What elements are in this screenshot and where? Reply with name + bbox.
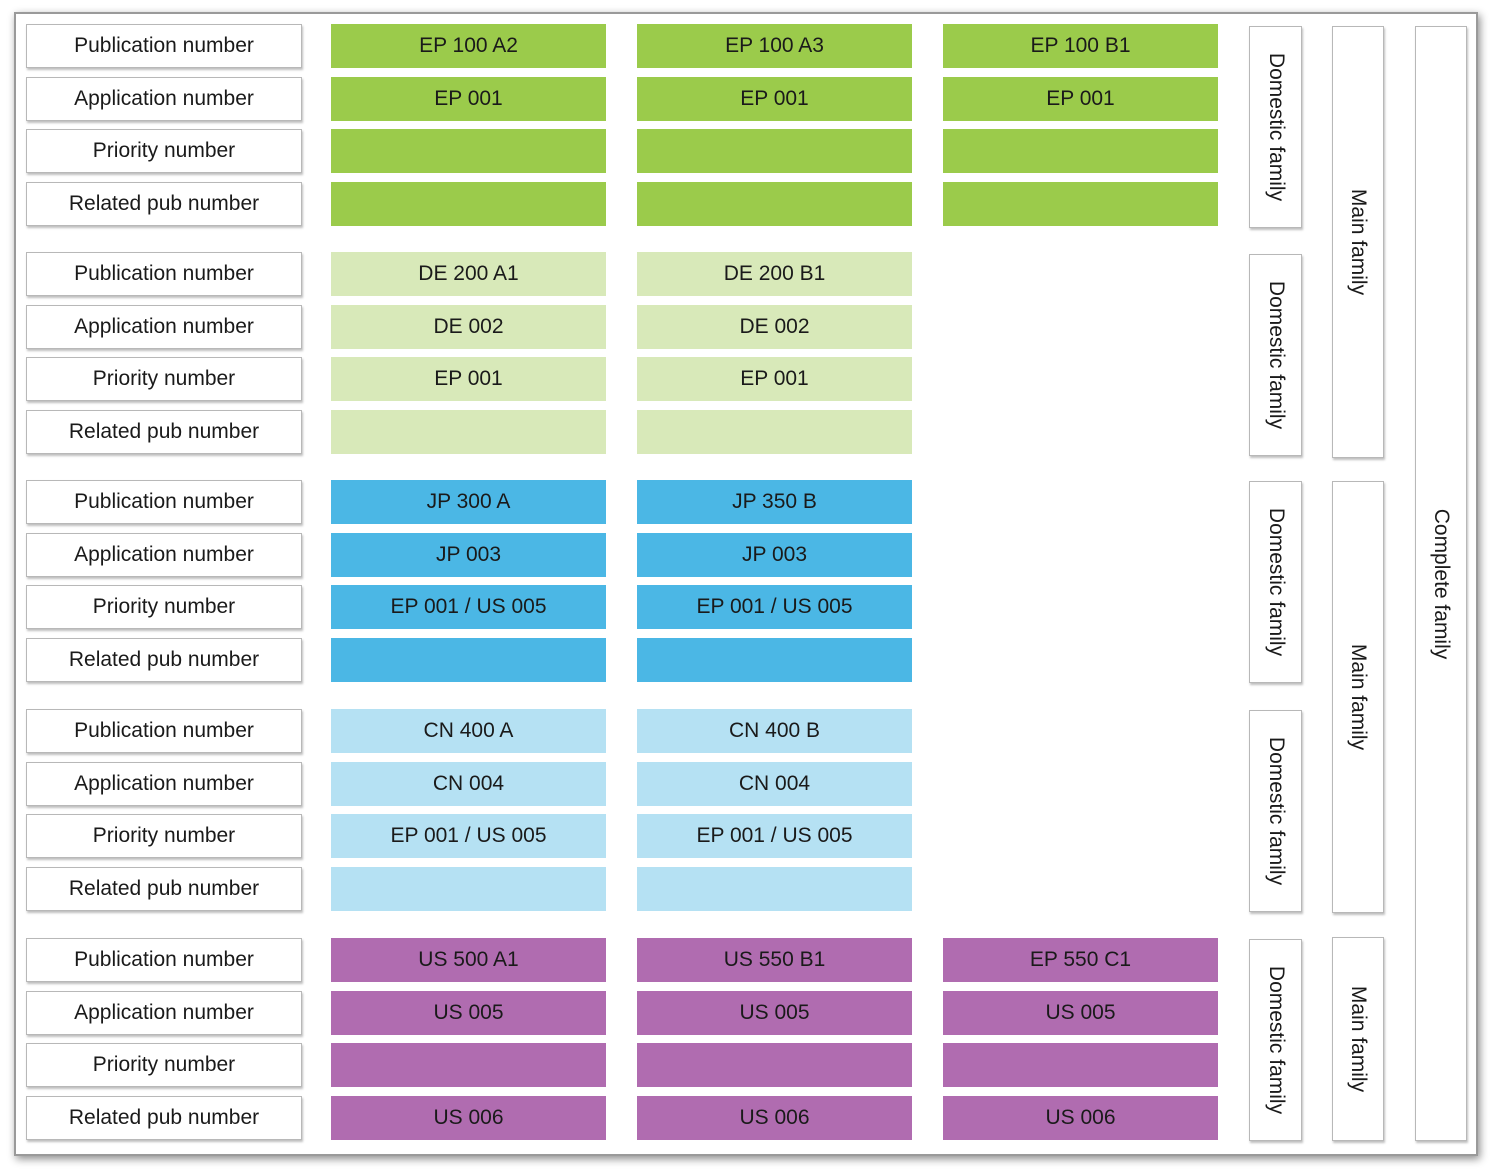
main-family-label: Main family bbox=[1347, 188, 1370, 296]
row-label: Priority number bbox=[26, 585, 302, 629]
document-cell: JP 300 A bbox=[331, 480, 606, 524]
document-cell: US 500 A1 bbox=[331, 938, 606, 982]
document-cell bbox=[943, 1043, 1218, 1087]
domestic-family-label: Domestic family bbox=[1264, 52, 1288, 202]
row-label: Related pub number bbox=[26, 410, 302, 454]
main-family-label: Main family bbox=[1347, 985, 1370, 1093]
document-cell: DE 002 bbox=[637, 305, 912, 349]
document-cell bbox=[637, 1043, 912, 1087]
complete-family-label: Complete family bbox=[1430, 508, 1453, 659]
document-cell: EP 100 B1 bbox=[943, 24, 1218, 68]
document-cell: US 550 B1 bbox=[637, 938, 912, 982]
row-label: Publication number bbox=[26, 938, 302, 982]
document-cell bbox=[331, 867, 606, 911]
document-cell: DE 200 A1 bbox=[331, 252, 606, 296]
document-cell: US 005 bbox=[637, 991, 912, 1035]
document-cell: US 006 bbox=[943, 1096, 1218, 1140]
row-label: Application number bbox=[26, 77, 302, 121]
document-cell: US 005 bbox=[331, 991, 606, 1035]
row-label: Application number bbox=[26, 762, 302, 806]
document-cell: EP 001 / US 005 bbox=[637, 814, 912, 858]
document-cell bbox=[943, 182, 1218, 226]
main-family-label: Main family bbox=[1347, 643, 1370, 751]
document-cell: US 005 bbox=[943, 991, 1218, 1035]
row-label: Related pub number bbox=[26, 182, 302, 226]
row-label: Publication number bbox=[26, 24, 302, 68]
domestic-family-label: Domestic family bbox=[1264, 280, 1288, 430]
row-label: Publication number bbox=[26, 709, 302, 753]
document-cell bbox=[331, 1043, 606, 1087]
row-label: Application number bbox=[26, 991, 302, 1035]
document-cell: CN 400 B bbox=[637, 709, 912, 753]
main-family-box-1: Main family bbox=[1332, 26, 1384, 458]
row-label: Related pub number bbox=[26, 867, 302, 911]
document-cell: EP 550 C1 bbox=[943, 938, 1218, 982]
document-cell: US 006 bbox=[637, 1096, 912, 1140]
row-label: Priority number bbox=[26, 357, 302, 401]
row-label: Application number bbox=[26, 533, 302, 577]
domestic-family-label: Domestic family bbox=[1264, 965, 1288, 1115]
document-cell: EP 001 bbox=[331, 357, 606, 401]
domestic-family-box-3: Domestic family bbox=[1249, 481, 1302, 683]
document-cell: EP 001 bbox=[637, 357, 912, 401]
document-cell bbox=[943, 129, 1218, 173]
main-family-box-2: Main family bbox=[1332, 481, 1384, 913]
row-label: Publication number bbox=[26, 480, 302, 524]
document-cell: JP 003 bbox=[331, 533, 606, 577]
row-label: Related pub number bbox=[26, 1096, 302, 1140]
document-cell: JP 350 B bbox=[637, 480, 912, 524]
document-cell: EP 001 bbox=[331, 77, 606, 121]
document-cell: DE 200 B1 bbox=[637, 252, 912, 296]
document-cell: EP 001 bbox=[637, 77, 912, 121]
domestic-family-box-2: Domestic family bbox=[1249, 254, 1302, 456]
row-label: Application number bbox=[26, 305, 302, 349]
row-label: Priority number bbox=[26, 1043, 302, 1087]
domestic-family-box-5: Domestic family bbox=[1249, 939, 1302, 1141]
document-cell bbox=[637, 867, 912, 911]
document-cell: CN 004 bbox=[637, 762, 912, 806]
document-cell: DE 002 bbox=[331, 305, 606, 349]
complete-family-box: Complete family bbox=[1415, 26, 1467, 1141]
document-cell bbox=[331, 638, 606, 682]
domestic-family-label: Domestic family bbox=[1264, 507, 1288, 657]
document-cell bbox=[637, 410, 912, 454]
row-label: Publication number bbox=[26, 252, 302, 296]
row-label: Priority number bbox=[26, 814, 302, 858]
document-cell bbox=[637, 129, 912, 173]
document-cell: CN 004 bbox=[331, 762, 606, 806]
document-cell: EP 100 A2 bbox=[331, 24, 606, 68]
document-cell bbox=[637, 638, 912, 682]
document-cell bbox=[637, 182, 912, 226]
document-cell bbox=[331, 129, 606, 173]
document-cell: JP 003 bbox=[637, 533, 912, 577]
domestic-family-label: Domestic family bbox=[1264, 736, 1288, 886]
document-cell: EP 001 / US 005 bbox=[331, 585, 606, 629]
document-cell: EP 001 / US 005 bbox=[331, 814, 606, 858]
row-label: Priority number bbox=[26, 129, 302, 173]
main-family-box-3: Main family bbox=[1332, 937, 1384, 1141]
row-label: Related pub number bbox=[26, 638, 302, 682]
domestic-family-box-4: Domestic family bbox=[1249, 710, 1302, 912]
document-cell bbox=[331, 410, 606, 454]
domestic-family-box-1: Domestic family bbox=[1249, 26, 1302, 228]
document-cell: CN 400 A bbox=[331, 709, 606, 753]
document-cell: EP 001 / US 005 bbox=[637, 585, 912, 629]
document-cell: US 006 bbox=[331, 1096, 606, 1140]
document-cell: EP 001 bbox=[943, 77, 1218, 121]
document-cell bbox=[331, 182, 606, 226]
document-cell: EP 100 A3 bbox=[637, 24, 912, 68]
